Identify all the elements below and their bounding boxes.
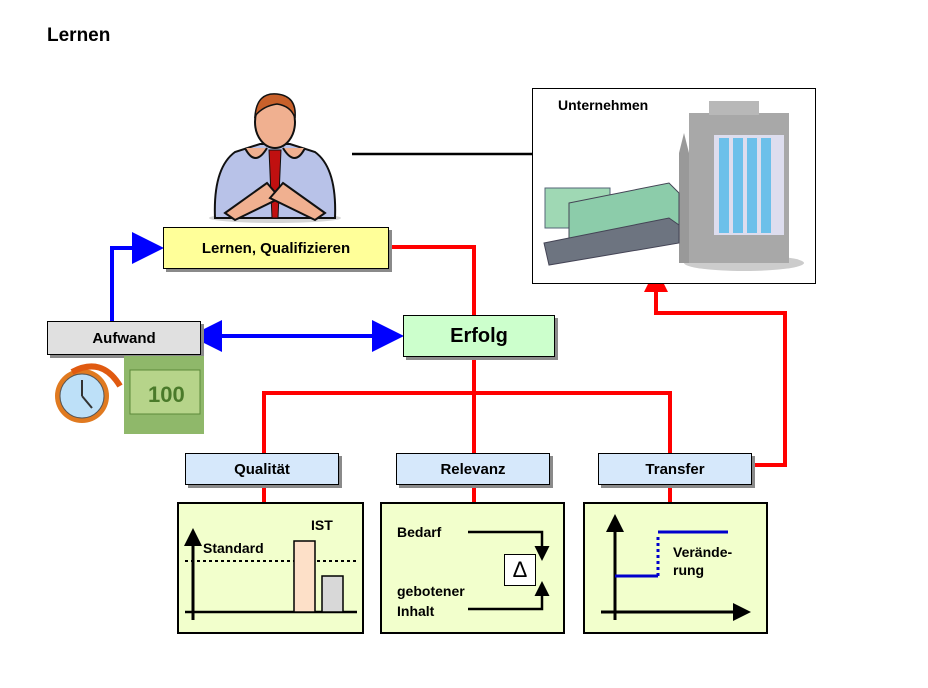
success-node: Erfolg [403,315,555,357]
actual-bar [293,540,316,613]
change-label-line1: Verände- [673,544,733,560]
quality-chart [184,528,357,620]
company-buildings-icon [543,101,804,271]
transfer-node: Transfer [598,453,752,485]
actual-label: IST [311,517,333,533]
transfer-node-label: Transfer [645,460,705,478]
learning-node-label: Lernen, Qualifizieren [201,239,351,257]
delta-icon: Δ [504,554,536,586]
learning-success-link [389,245,476,315]
effort-node: Aufwand [47,321,201,355]
effort-to-learning-arrow [110,232,164,322]
quality-panel: Standard IST [177,502,364,634]
transfer-panel: Verände- rung [583,502,768,634]
offered-label-line1: gebotener [397,583,465,599]
success-node-label: Erfolg [450,324,508,347]
thinking-person-illustration [209,93,341,223]
svg-text:100: 100 [148,382,185,407]
offered-label-line2: Inhalt [397,603,435,619]
company-label: Unternehmen [558,97,649,113]
page-title: Lernen [47,25,111,46]
relevance-panel: Bedarf gebotener Inhalt Δ [380,502,565,634]
standard-label: Standard [203,540,264,556]
relevance-arrows [468,530,550,611]
effort-node-label: Aufwand [92,329,156,347]
change-label-line2: rung [673,562,705,578]
transfer-chart [601,514,751,621]
time-money-illustration: 100 [55,356,204,434]
relevance-node: Relevanz [396,453,550,485]
branch-bar [262,391,672,453]
relevance-node-label: Relevanz [440,460,506,478]
quality-node-label: Qualität [234,460,290,478]
need-label: Bedarf [397,524,442,540]
quality-node: Qualität [185,453,339,485]
transfer-to-company-arrow [644,268,787,467]
learning-node: Lernen, Qualifizieren [163,227,389,269]
company-panel: Unternehmen [532,88,816,284]
comparison-bar [321,575,344,613]
